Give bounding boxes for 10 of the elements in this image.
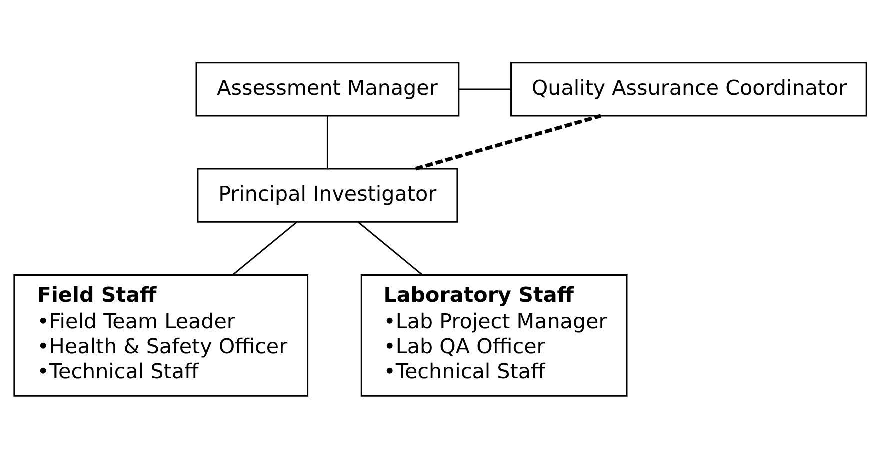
connector xyxy=(326,116,328,168)
connector xyxy=(232,221,298,276)
node-box: Laboratory Staff •Lab Project Manager •Lab QA Officer •Technical Staff xyxy=(360,274,628,396)
connector xyxy=(458,88,512,90)
connector xyxy=(416,114,602,170)
node-box: Assessment Manager xyxy=(196,62,460,116)
node-box: Field Staff •Field Team Leader •Health & Safety Officer •Technical Staff xyxy=(14,274,309,396)
node-box: Quality Assurance Coordinator xyxy=(510,62,868,116)
node-box: Principal Investigator xyxy=(197,168,458,222)
connector xyxy=(358,221,423,276)
